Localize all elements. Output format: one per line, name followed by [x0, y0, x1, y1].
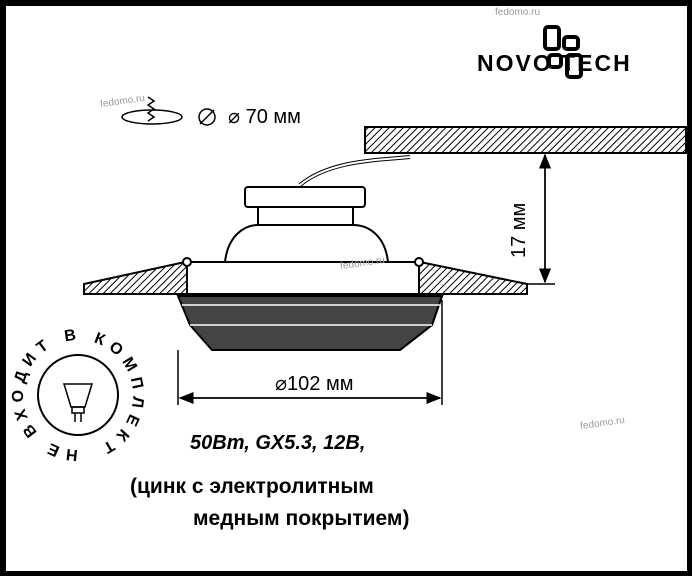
brand-logo: NOVO TECH [477, 50, 632, 76]
material-line-1: (цинк с электролитным [130, 475, 374, 498]
ceiling [364, 126, 687, 154]
bulb-icon [62, 383, 94, 422]
cutout-icon [121, 96, 216, 126]
spec-line: 50Вт, GX5.3, 12В, [190, 432, 366, 454]
outer-diameter-label: ⌀102 мм [275, 373, 354, 395]
material-line-2: медным покрытием) [193, 507, 410, 530]
logo-mark [543, 25, 583, 79]
fixture [83, 186, 528, 351]
height-label: 17 мм [508, 202, 530, 258]
dimension-lines [177, 153, 555, 405]
watermark: fedomo.ru [495, 7, 541, 18]
cutout-diameter-label: ⌀ 70 мм [228, 106, 301, 128]
